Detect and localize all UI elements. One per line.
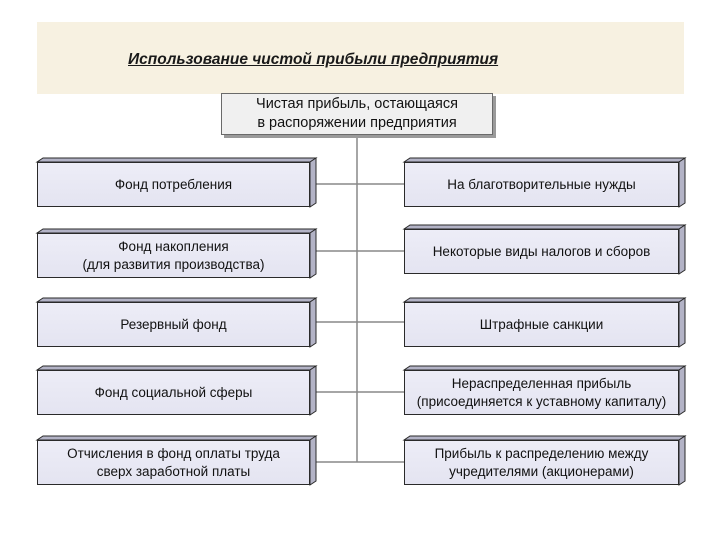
root-node: Чистая прибыль, остающаяся в распоряжени… xyxy=(221,93,493,135)
left-node-wage-fund: Отчисления в фонд оплаты труда сверх зар… xyxy=(37,440,310,485)
left-node-consumption-fund: Фонд потребления xyxy=(37,162,310,207)
title-band xyxy=(37,22,684,94)
right-node-taxes: Некоторые виды налогов и сборов xyxy=(404,229,679,274)
diagram-title: Использование чистой прибыли предприятия xyxy=(128,51,499,68)
right-node-penalties: Штрафные санкции xyxy=(404,302,679,347)
left-node-accumulation-fund: Фонд накопления (для развития производст… xyxy=(37,233,310,278)
right-node-retained-profit: Нераспределенная прибыль (присоединяется… xyxy=(404,370,679,415)
root-node-label: Чистая прибыль, остающаяся в распоряжени… xyxy=(256,96,458,131)
left-node-reserve-fund: Резервный фонд xyxy=(37,302,310,347)
right-node-charity: На благотворительные нужды xyxy=(404,162,679,207)
left-node-social-fund: Фонд социальной сферы xyxy=(37,370,310,415)
right-node-founders-profit: Прибыль к распределению между учредителя… xyxy=(404,440,679,485)
